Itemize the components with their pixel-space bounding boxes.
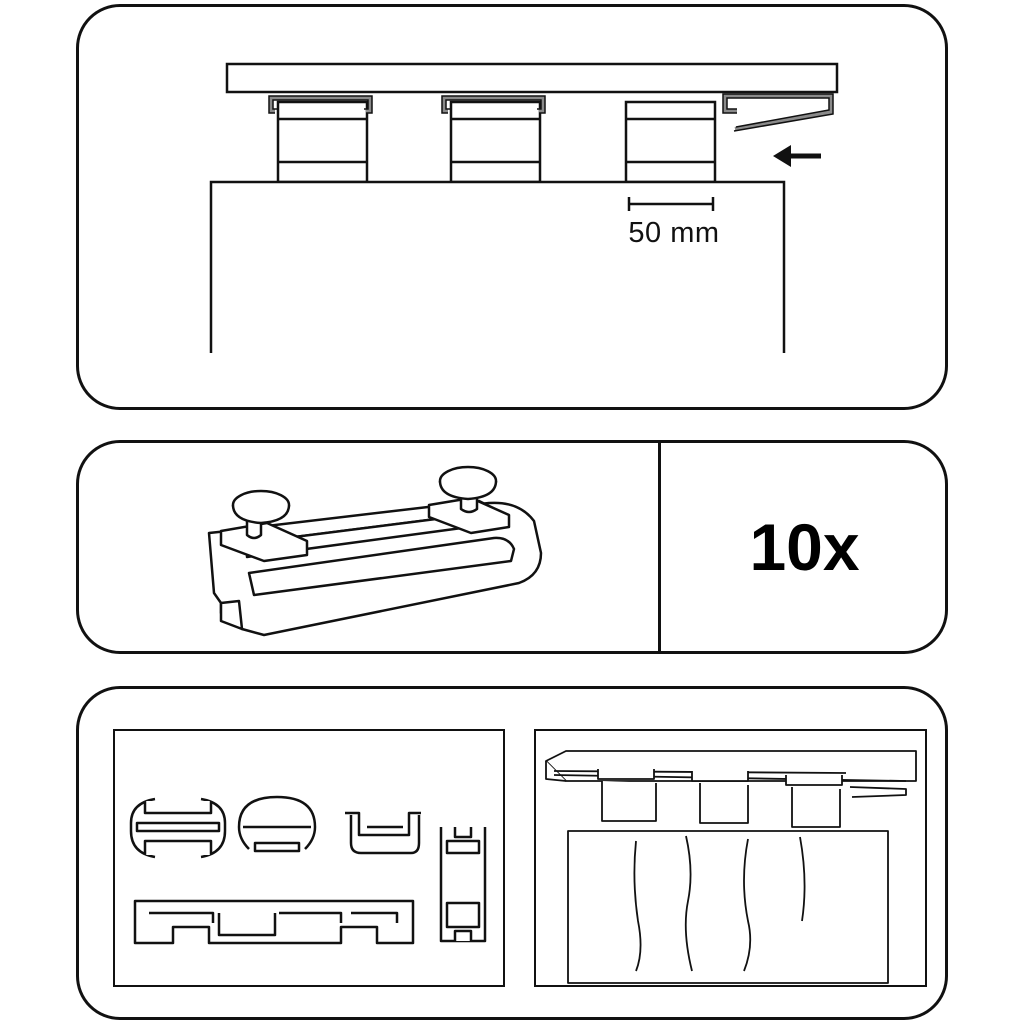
profile-round-single <box>237 795 317 853</box>
mounting-diagram-panel: 50 mm <box>76 4 948 410</box>
rail-profiles-diagram <box>129 795 487 945</box>
arrow-left-icon <box>773 145 821 167</box>
panel-divider <box>658 443 661 651</box>
curtain-overview-box <box>534 729 927 987</box>
glider-clip-1 <box>269 96 372 113</box>
quantity-label: 10x <box>749 510 860 584</box>
curtain-outline <box>209 180 786 353</box>
tape-block-1 <box>276 100 369 184</box>
glider-clip-icon <box>207 465 543 637</box>
profile-small-square <box>345 811 421 855</box>
profile-wide-double <box>133 899 415 945</box>
rail-profiles-box <box>113 729 505 987</box>
ceiling-rail <box>225 62 839 94</box>
glider-clip-insert <box>722 93 834 132</box>
parts-panel: 10x <box>76 440 948 654</box>
mounting-diagram <box>209 62 839 353</box>
curtain-overview-diagram <box>545 750 917 984</box>
tape-block-3 <box>624 100 717 184</box>
profile-round-double <box>129 797 227 859</box>
profile-tall <box>439 827 487 943</box>
dimension-indicator <box>627 197 715 211</box>
tape-block-2 <box>449 100 542 184</box>
compatibility-panel <box>76 686 948 1020</box>
dimension-label: 50 mm <box>628 217 720 249</box>
glider-clip-2 <box>442 96 545 113</box>
